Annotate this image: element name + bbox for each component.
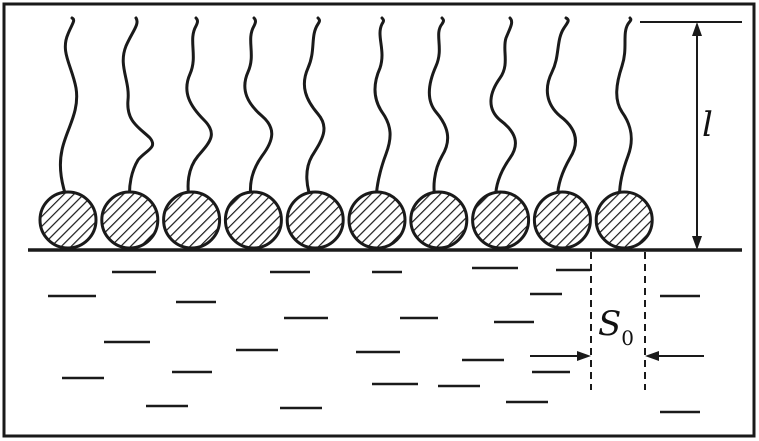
molecule-tail — [373, 16, 392, 205]
molecule-head — [409, 190, 469, 250]
liquid-body — [48, 266, 700, 414]
length-dimension — [640, 21, 742, 250]
molecule-head — [162, 190, 222, 250]
molecule-head — [471, 190, 531, 250]
molecule-tail — [302, 16, 326, 205]
spacing-arrow-right-head — [645, 351, 659, 361]
molecule-tail — [58, 16, 79, 205]
spacing-label-subscript: 0 — [621, 326, 634, 350]
molecule-tail — [489, 16, 517, 205]
molecule-head — [38, 190, 98, 250]
molecule-head — [594, 190, 654, 250]
molecule-tails — [58, 16, 633, 205]
molecule-head — [285, 190, 345, 250]
spacing-dimension — [530, 252, 704, 390]
molecule-head — [100, 190, 160, 250]
length-arrow-head-bottom — [692, 236, 702, 250]
length-arrow-head-top — [692, 22, 702, 36]
spacing-arrow-left-head — [577, 351, 591, 361]
spacing-label-main: S — [598, 304, 621, 344]
molecule-head — [347, 190, 407, 250]
spacing-label: S0 — [598, 304, 634, 350]
molecule-tail — [545, 16, 577, 205]
molecule-heads — [38, 190, 654, 250]
molecule-tail — [185, 16, 213, 205]
length-label: l — [702, 105, 713, 145]
molecule-tail — [121, 16, 155, 205]
molecule-tail — [615, 16, 633, 205]
molecule-tail — [427, 16, 450, 205]
molecule-tail — [243, 16, 274, 205]
molecule-head — [223, 190, 283, 250]
molecule-head — [532, 190, 592, 250]
